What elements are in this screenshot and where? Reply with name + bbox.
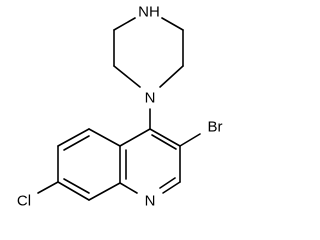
- bond: [88, 182, 121, 201]
- bond: [63, 135, 90, 151]
- atom-label-nh: NH: [138, 4, 160, 21]
- bond: [37, 181, 59, 194]
- benzene-ring: [57, 128, 121, 201]
- atom-label-cl: Cl: [17, 193, 31, 210]
- bond: [151, 134, 177, 150]
- bond: [179, 133, 201, 147]
- bond: [159, 65, 184, 88]
- bond: [63, 178, 90, 194]
- bond: [119, 128, 151, 147]
- atom-label-n-ring: N: [145, 193, 156, 210]
- bond: [119, 182, 138, 194]
- bond: [88, 128, 121, 147]
- bond: [149, 128, 181, 147]
- atom-label-br: Br: [208, 119, 223, 136]
- bond: [113, 65, 141, 88]
- piperazine-ring: [113, 17, 184, 88]
- bond: [57, 128, 90, 147]
- pyridine-ring: [119, 128, 181, 194]
- bond: [113, 17, 136, 31]
- bond: [162, 181, 181, 194]
- structure-diagram: NH N Br Cl N: [17, 4, 223, 210]
- atom-label-n-piperazine: N: [145, 90, 156, 107]
- bond: [57, 181, 90, 201]
- bond: [161, 17, 184, 31]
- bond: [159, 177, 176, 189]
